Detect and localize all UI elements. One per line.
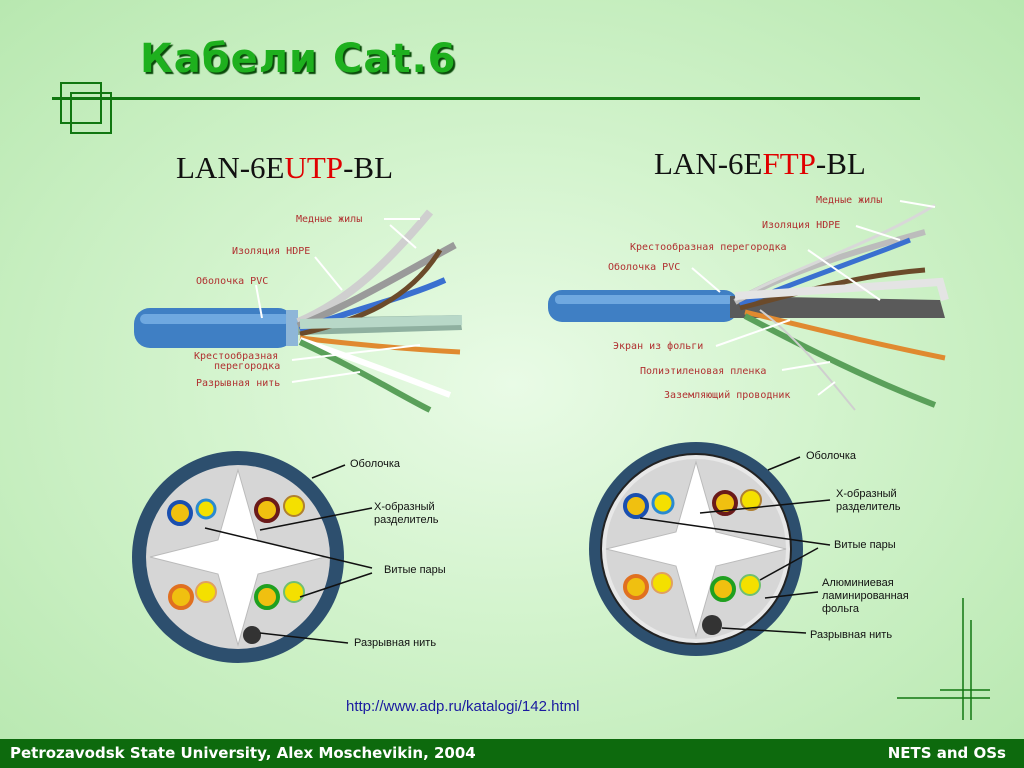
ftp-cross-pairs: Витые пары <box>834 539 896 551</box>
title-underline <box>52 97 920 100</box>
left-model-name: LAN-6EUTP-BL <box>176 150 393 185</box>
ftp-label-insulation: Изоляция HDPE <box>762 220 841 231</box>
decor-square <box>60 82 102 124</box>
utp-label-arrows <box>255 218 421 383</box>
source-link[interactable]: http://www.adp.ru/katalogi/142.html <box>346 698 580 715</box>
utp-label-insulation: Изоляция HDPE <box>232 246 311 257</box>
ftp-cable-image <box>548 203 949 411</box>
utp-cross-pairs: Витые пары <box>384 564 446 576</box>
ftp-label-separator: Крестообразная перегородка <box>630 242 787 253</box>
footer-course: NETS and OSs <box>887 744 1006 762</box>
ftp-label-drain: Заземляющий проводник <box>664 390 791 401</box>
ftp-label-film: Полиэтиленовая пленка <box>640 366 767 377</box>
ftp-cross-section <box>589 442 831 656</box>
decor-square <box>70 92 112 134</box>
footer-author: Petrozavodsk State University, Alex Mosc… <box>10 744 476 762</box>
ftp-cross-jacket: Оболочка <box>806 450 857 462</box>
utp-label-separator: Крестообразная <box>194 351 279 362</box>
utp-label-separator-2: перегородка <box>214 361 281 372</box>
utp-cable-image <box>134 209 463 413</box>
ftp-label-jacket: Оболочка PVC <box>608 262 681 273</box>
footer-bar: Petrozavodsk State University, Alex Mosc… <box>0 739 1024 768</box>
ftp-cross-ripcord: Разрывная нить <box>810 629 893 641</box>
slide-title: Кабели Cat.6 <box>140 36 457 82</box>
utp-label-ripcord: Разрывная нить <box>196 378 281 389</box>
utp-cross-section <box>132 451 373 663</box>
utp-label-copper: Медные жилы <box>296 214 363 225</box>
ftp-label-arrows <box>691 200 936 396</box>
ftp-label-copper: Медные жилы <box>816 195 883 206</box>
right-model-name: LAN-6EFTP-BL <box>654 146 866 181</box>
utp-cross-jacket: Оболочка <box>350 458 401 470</box>
utp-cross-ripcord: Разрывная нить <box>354 637 437 649</box>
utp-label-jacket: Оболочка PVC <box>196 276 269 287</box>
ftp-label-foil: Экран из фольги <box>613 341 704 352</box>
corner-grid-decor <box>897 598 990 720</box>
